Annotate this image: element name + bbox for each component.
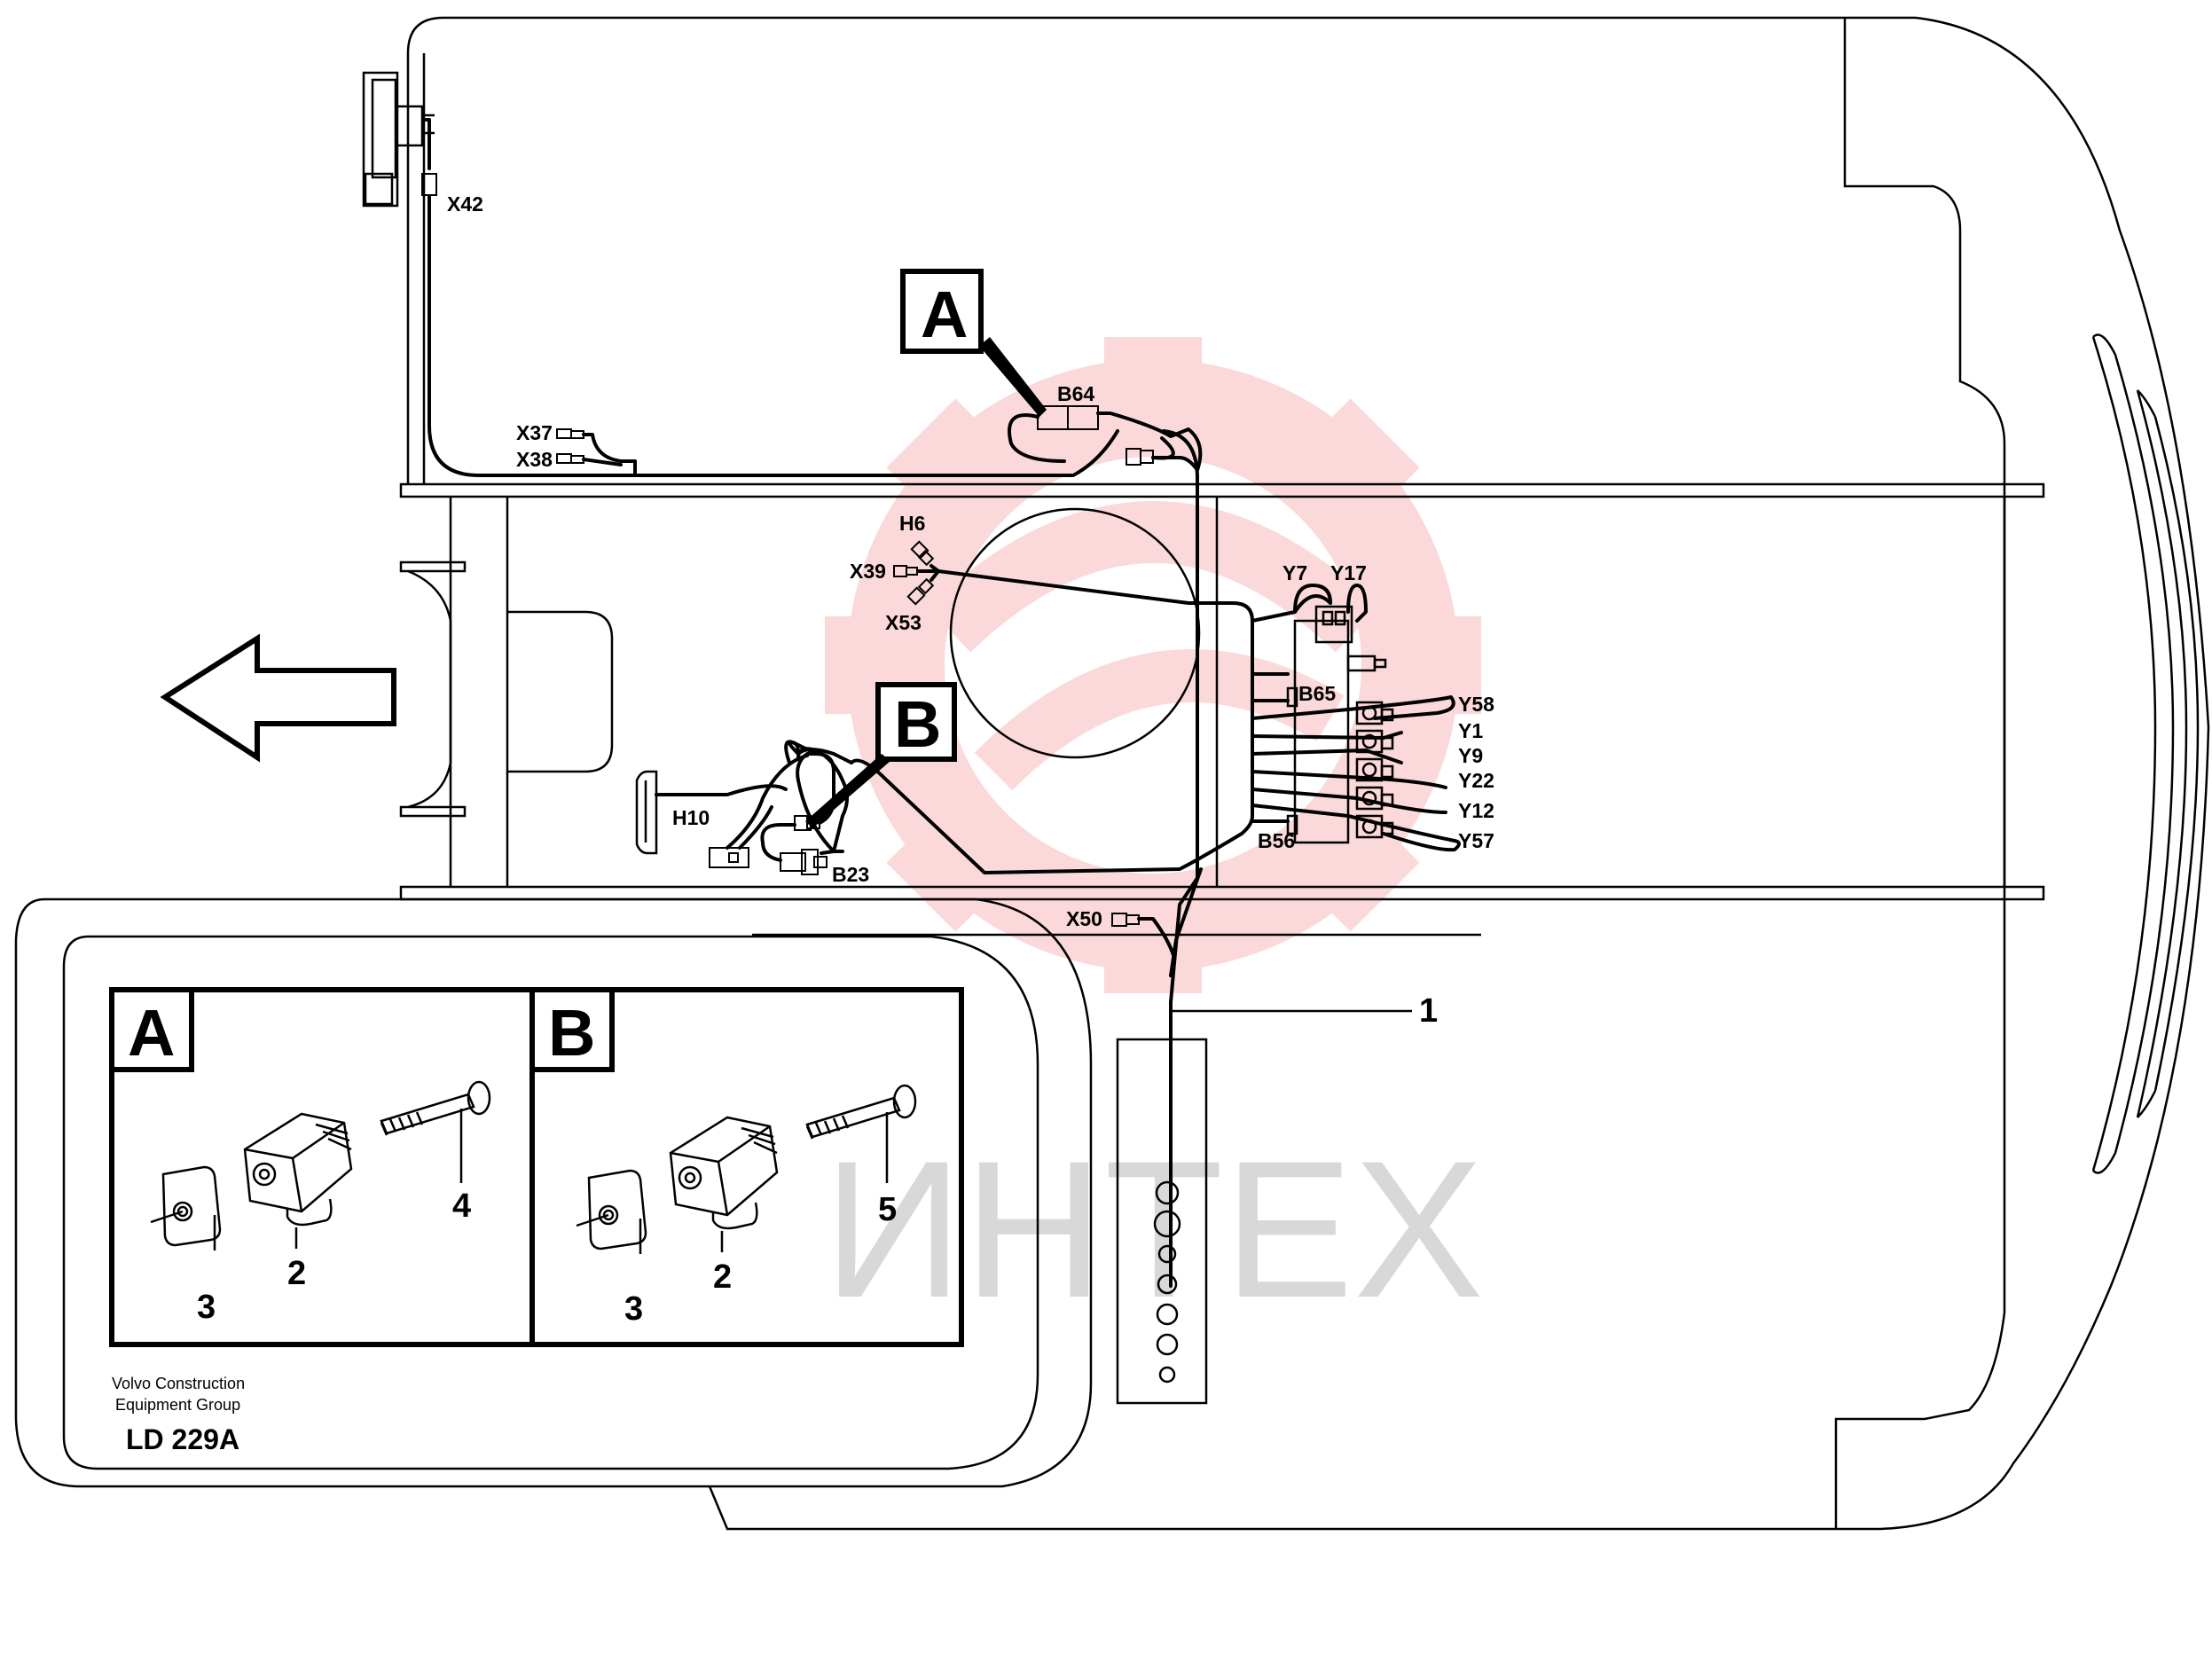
item-number-a-screw: 4 (452, 1188, 471, 1225)
label-y22: Y22 (1458, 769, 1494, 792)
machine-outline (14, 16, 2210, 1531)
component-labels: X42 X37 X38 B64 H6 X39 X53 Y7 Y17 B65 Y5… (447, 192, 1494, 1030)
label-y9: Y9 (1458, 744, 1483, 767)
callout-b-label: B (894, 687, 941, 761)
horn-icon (635, 770, 658, 855)
forward-direction-arrow-icon (160, 633, 396, 763)
label-y7: Y7 (1282, 561, 1307, 584)
detail-a-label: A (128, 996, 175, 1070)
label-b23: B23 (832, 863, 869, 886)
callout-a: A (900, 269, 1047, 417)
label-x50: X50 (1066, 907, 1102, 930)
label-y1: Y1 (1458, 719, 1483, 742)
detail-b-parts: 3 2 5 (576, 1084, 917, 1328)
label-x42: X42 (447, 192, 483, 216)
label-b65: B65 (1298, 682, 1336, 705)
company-line-1: Volvo Construction (112, 1375, 245, 1392)
title-block: Volvo Construction Equipment Group LD 22… (112, 1375, 245, 1455)
drawing-code: LD 229A (126, 1423, 239, 1455)
detail-b-label: B (548, 996, 595, 1070)
label-y58: Y58 (1458, 693, 1494, 716)
item-number-harness: 1 (1419, 992, 1438, 1030)
detail-a-parts: 3 2 4 (150, 1080, 491, 1326)
label-x53: X53 (885, 611, 922, 634)
label-x38: X38 (516, 448, 553, 471)
label-y17: Y17 (1330, 561, 1367, 584)
watermark-gear-logo (825, 337, 1481, 993)
work-light-icon (362, 71, 435, 208)
watermark-text: ИНТЕХ (823, 1120, 1484, 1338)
label-y12: Y12 (1458, 799, 1494, 822)
callout-b: B (805, 682, 957, 828)
wiring-harness (421, 118, 1461, 1288)
company-line-2: Equipment Group (115, 1396, 240, 1414)
item-number-a-connector: 2 (287, 1255, 306, 1292)
item-number-a-seal: 3 (197, 1289, 216, 1326)
item-number-b-seal: 3 (624, 1290, 643, 1328)
detail-panels: A B 3 2 4 (109, 987, 964, 1347)
label-x39: X39 (850, 560, 886, 583)
label-x37: X37 (516, 421, 553, 444)
item-number-b-connector: 2 (713, 1258, 732, 1296)
label-b64: B64 (1057, 382, 1094, 405)
label-b56: B56 (1258, 829, 1295, 852)
label-y57: Y57 (1458, 829, 1494, 852)
solenoid-valve-block (1286, 605, 1394, 844)
label-h6: H6 (899, 512, 925, 535)
label-h10: H10 (672, 806, 710, 829)
item-number-b-screw: 5 (878, 1191, 897, 1228)
callout-a-label: A (921, 278, 968, 351)
